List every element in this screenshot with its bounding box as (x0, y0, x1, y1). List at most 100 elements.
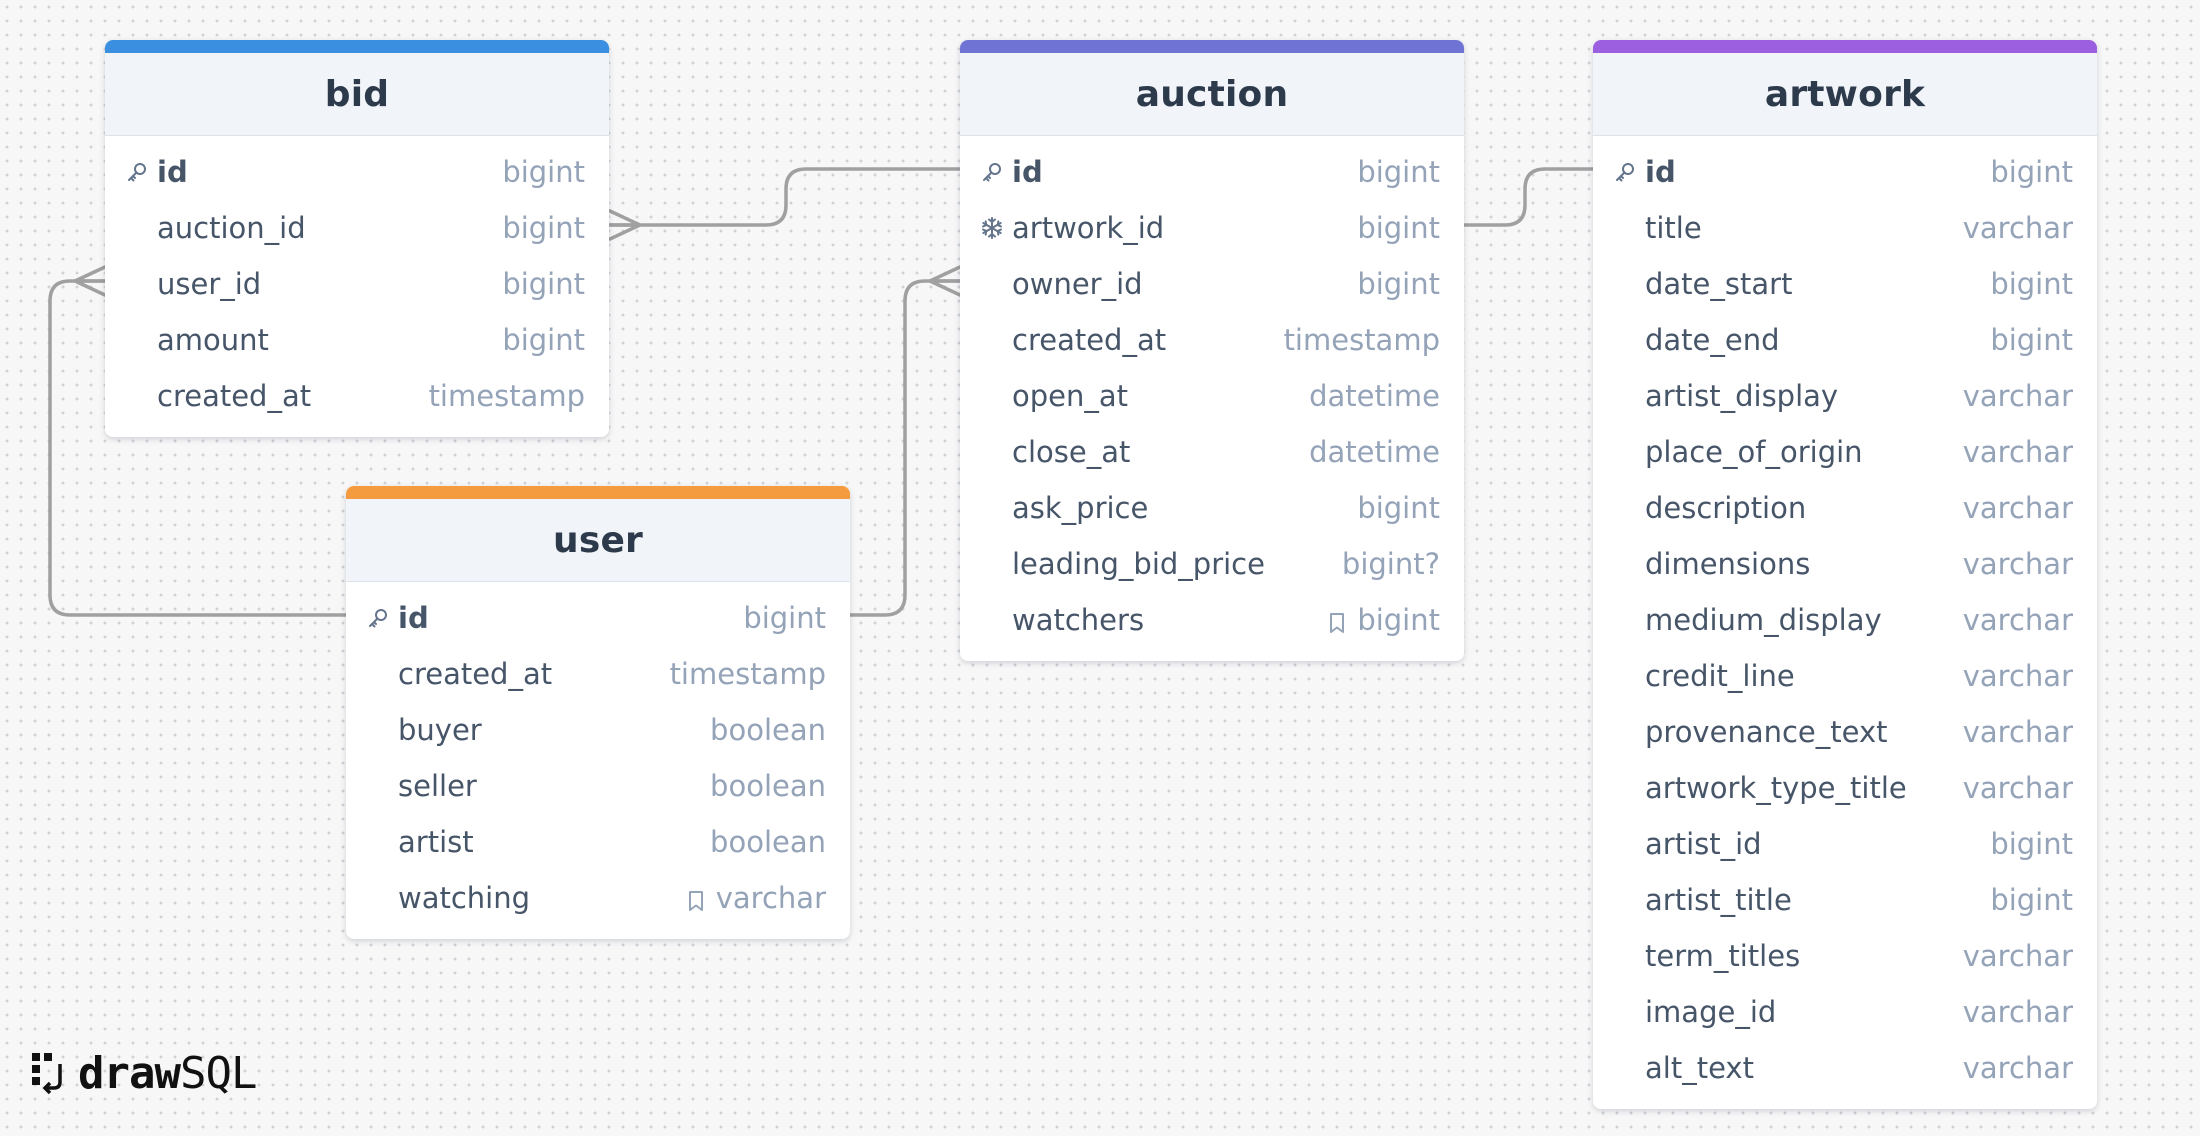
column-type-label: bigint (743, 601, 826, 635)
column-type: bigint (502, 323, 585, 357)
table-title: auction (1135, 73, 1289, 115)
column-row[interactable]: buyer boolean (346, 702, 850, 758)
link-user-id-to-bid-user-id[interactable] (48, 279, 348, 617)
column-name: created_at (1012, 323, 1167, 357)
column-name: alt_text (1645, 1051, 1754, 1085)
column-type: bigint (1990, 883, 2073, 917)
column-type-label: bigint (502, 155, 585, 189)
column-name: buyer (398, 713, 482, 747)
column-name: id (1645, 155, 1676, 189)
column-type: varchar (1963, 379, 2073, 413)
column-type-label: bigint (1990, 323, 2073, 357)
link-artwork-id-to-auction-artwork-id[interactable] (1462, 167, 1595, 227)
column-type-label: timestamp (1283, 323, 1440, 357)
crowfoot-bid-user-id (73, 265, 107, 297)
crowfoot-auction-owner-id (928, 265, 962, 297)
column-type-label: bigint (502, 323, 585, 357)
column-type: varchar (1963, 435, 2073, 469)
column-type: bigint (1357, 491, 1440, 525)
table-header[interactable]: auction (960, 53, 1464, 136)
column-type: timestamp (429, 379, 585, 413)
column-name: image_id (1645, 995, 1777, 1029)
column-name: amount (157, 323, 269, 357)
table-header[interactable]: artwork (1593, 53, 2097, 136)
drawsql-logo[interactable]: draw SQL (30, 1047, 257, 1099)
column-type-label: varchar (1962, 211, 2073, 245)
column-type-label: boolean (710, 769, 826, 803)
column-row[interactable]: id bigint (105, 144, 609, 200)
column-type: varchar (1963, 939, 2073, 973)
column-type-label: varchar (1962, 435, 2073, 469)
link-user-id-to-auction-owner-id[interactable] (848, 279, 962, 617)
table-header[interactable]: user (346, 499, 850, 582)
column-type-label: varchar (1962, 1051, 2073, 1085)
column-row[interactable]: seller boolean (346, 758, 850, 814)
column-type-label: datetime (1309, 379, 1440, 413)
column-type-label: varchar (1962, 379, 2073, 413)
column-row[interactable]: id bigint (1593, 144, 2097, 200)
column-row[interactable]: amount bigint (105, 312, 609, 368)
column-name: close_at (1012, 435, 1131, 469)
column-row[interactable]: id bigint (960, 144, 1464, 200)
column-row[interactable]: created_at timestamp (960, 312, 1464, 368)
column-name: date_start (1645, 267, 1793, 301)
column-name: dimensions (1645, 547, 1811, 581)
column-name: id (157, 155, 188, 189)
column-row[interactable]: alt_text varchar (1593, 1040, 2097, 1096)
column-type: bigint (1990, 155, 2073, 189)
column-type: varchar (1963, 659, 2073, 693)
key-icon (980, 160, 1004, 184)
table-title: artwork (1764, 73, 1926, 115)
column-type: varchar (1963, 1051, 2073, 1085)
table-header[interactable]: bid (105, 53, 609, 136)
column-type: timestamp (1284, 323, 1440, 357)
logo-text-sql: SQL (179, 1047, 257, 1099)
drawsql-logo-icon (32, 1053, 62, 1095)
column-name: id (1012, 155, 1043, 189)
column-name: artist_id (1645, 827, 1762, 861)
column-type: bigint (1990, 323, 2073, 357)
column-name: seller (398, 769, 477, 803)
column-type: bigint (502, 155, 585, 189)
column-type: boolean (710, 713, 826, 747)
link-auction-id-to-bid-auction-id[interactable] (608, 167, 962, 227)
crowfoot-bid-auction-id (608, 209, 642, 241)
column-type-label: bigint (1357, 155, 1440, 189)
